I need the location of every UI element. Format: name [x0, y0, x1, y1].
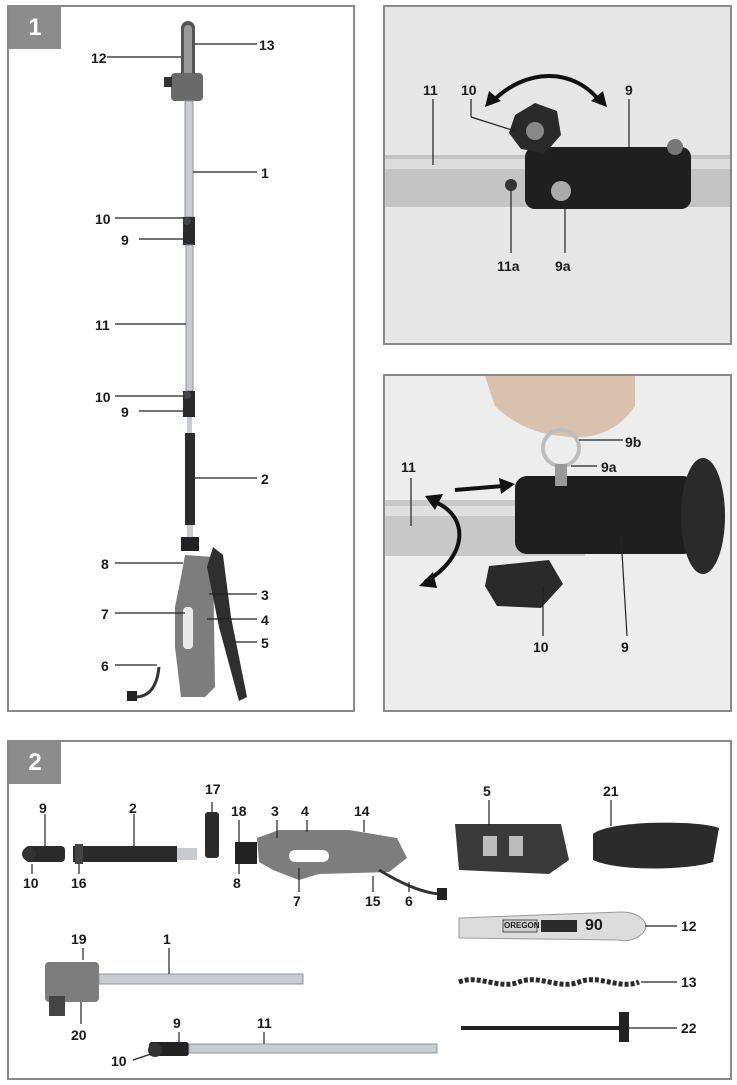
chain-guard-shape — [593, 822, 719, 869]
figure-3b-panel: 3b 9b 9a 11 10 9 — [383, 374, 732, 712]
label-11a: 11a — [497, 258, 520, 274]
label-9a: 9a — [555, 258, 571, 274]
figure-3a-panel: 3a 11 10 9 11a 9a — [383, 5, 732, 345]
strap-hook-shape — [205, 812, 219, 858]
label-3: 3 — [261, 587, 269, 603]
label-7: 7 — [101, 606, 109, 622]
pin-release-closeup-illustration — [385, 376, 730, 710]
label-9-lower: 9 — [121, 404, 129, 420]
label-10-lower: 10 — [95, 389, 111, 405]
black-tube-shape — [185, 433, 195, 525]
label-5: 5 — [261, 635, 269, 651]
label-19: 19 — [71, 931, 87, 947]
bar-brand-label: OREGON — [504, 921, 540, 930]
label-15: 15 — [365, 893, 381, 909]
label-17: 17 — [205, 781, 221, 797]
black-tube-shape — [73, 846, 177, 862]
locking-pin-shape — [551, 181, 571, 201]
pole-hole-shape — [505, 179, 517, 191]
label-16: 16 — [71, 875, 87, 891]
label-2: 2 — [129, 800, 137, 816]
label-8: 8 — [233, 875, 241, 891]
label-7: 7 — [293, 893, 301, 909]
saw-head-shape — [171, 73, 203, 101]
wrench-shaft-shape — [461, 1026, 619, 1030]
bar-model-label: 90 — [585, 917, 603, 934]
label-11: 11 — [257, 1015, 272, 1031]
figure-2-badge: 2 — [9, 742, 61, 784]
label-12: 12 — [681, 918, 697, 934]
label-9b: 9b — [625, 434, 642, 450]
label-1: 1 — [163, 931, 171, 947]
motor-housing-shape — [257, 830, 407, 880]
parts-overview-illustration — [22, 800, 719, 1061]
extension-pole-shape — [188, 1043, 438, 1054]
coupling-clamp-shape — [25, 846, 65, 862]
label-2: 2 — [261, 471, 269, 487]
label-9: 9 — [621, 639, 629, 655]
upper-pole-shape — [184, 100, 194, 218]
label-13: 13 — [681, 974, 697, 990]
label-9-top: 9 — [39, 800, 47, 816]
label-9a: 9a — [601, 459, 617, 475]
label-10: 10 — [461, 82, 477, 98]
label-11: 11 — [95, 317, 110, 333]
label-20: 20 — [71, 1027, 87, 1043]
label-3: 3 — [271, 803, 279, 819]
motor-housing-shape — [175, 555, 215, 697]
label-1: 1 — [261, 165, 269, 181]
label-10-upper: 10 — [95, 211, 111, 227]
label-9-upper: 9 — [121, 232, 129, 248]
figure-2-panel: 2 — [7, 740, 732, 1080]
hand-shape — [485, 376, 635, 438]
figure-1-badge: 1 — [9, 7, 61, 49]
label-9-bottom: 9 — [173, 1015, 181, 1031]
label-12: 12 — [91, 50, 107, 66]
clamp-sleeve-shape — [515, 476, 695, 554]
extension-pole-shape — [185, 244, 194, 392]
label-10-bottom: 10 — [111, 1053, 127, 1069]
label-11: 11 — [423, 82, 438, 98]
figure-1-panel: 1 — [7, 5, 355, 712]
upper-pole-shape — [98, 973, 304, 985]
label-10-top: 10 — [23, 875, 39, 891]
label-21: 21 — [603, 783, 619, 799]
label-6: 6 — [101, 658, 109, 674]
label-13: 13 — [259, 37, 275, 53]
label-9: 9 — [625, 82, 633, 98]
label-4: 4 — [301, 803, 309, 819]
label-14: 14 — [354, 803, 370, 819]
label-6: 6 — [405, 893, 413, 909]
power-cable-shape — [134, 666, 161, 699]
label-18: 18 — [231, 803, 247, 819]
label-22: 22 — [681, 1020, 697, 1036]
shoulder-strap-shape — [207, 547, 247, 701]
clamp-sleeve-shape — [525, 147, 691, 209]
label-8: 8 — [101, 556, 109, 572]
label-11: 11 — [401, 459, 416, 475]
saw-head-shape — [45, 962, 99, 1002]
label-10: 10 — [533, 639, 549, 655]
label-5: 5 — [483, 783, 491, 799]
saw-chain-shape — [458, 977, 640, 987]
pole-saw-assembled-illustration — [107, 21, 257, 701]
clamp-closeup-illustration — [385, 7, 730, 343]
label-4: 4 — [261, 612, 269, 628]
